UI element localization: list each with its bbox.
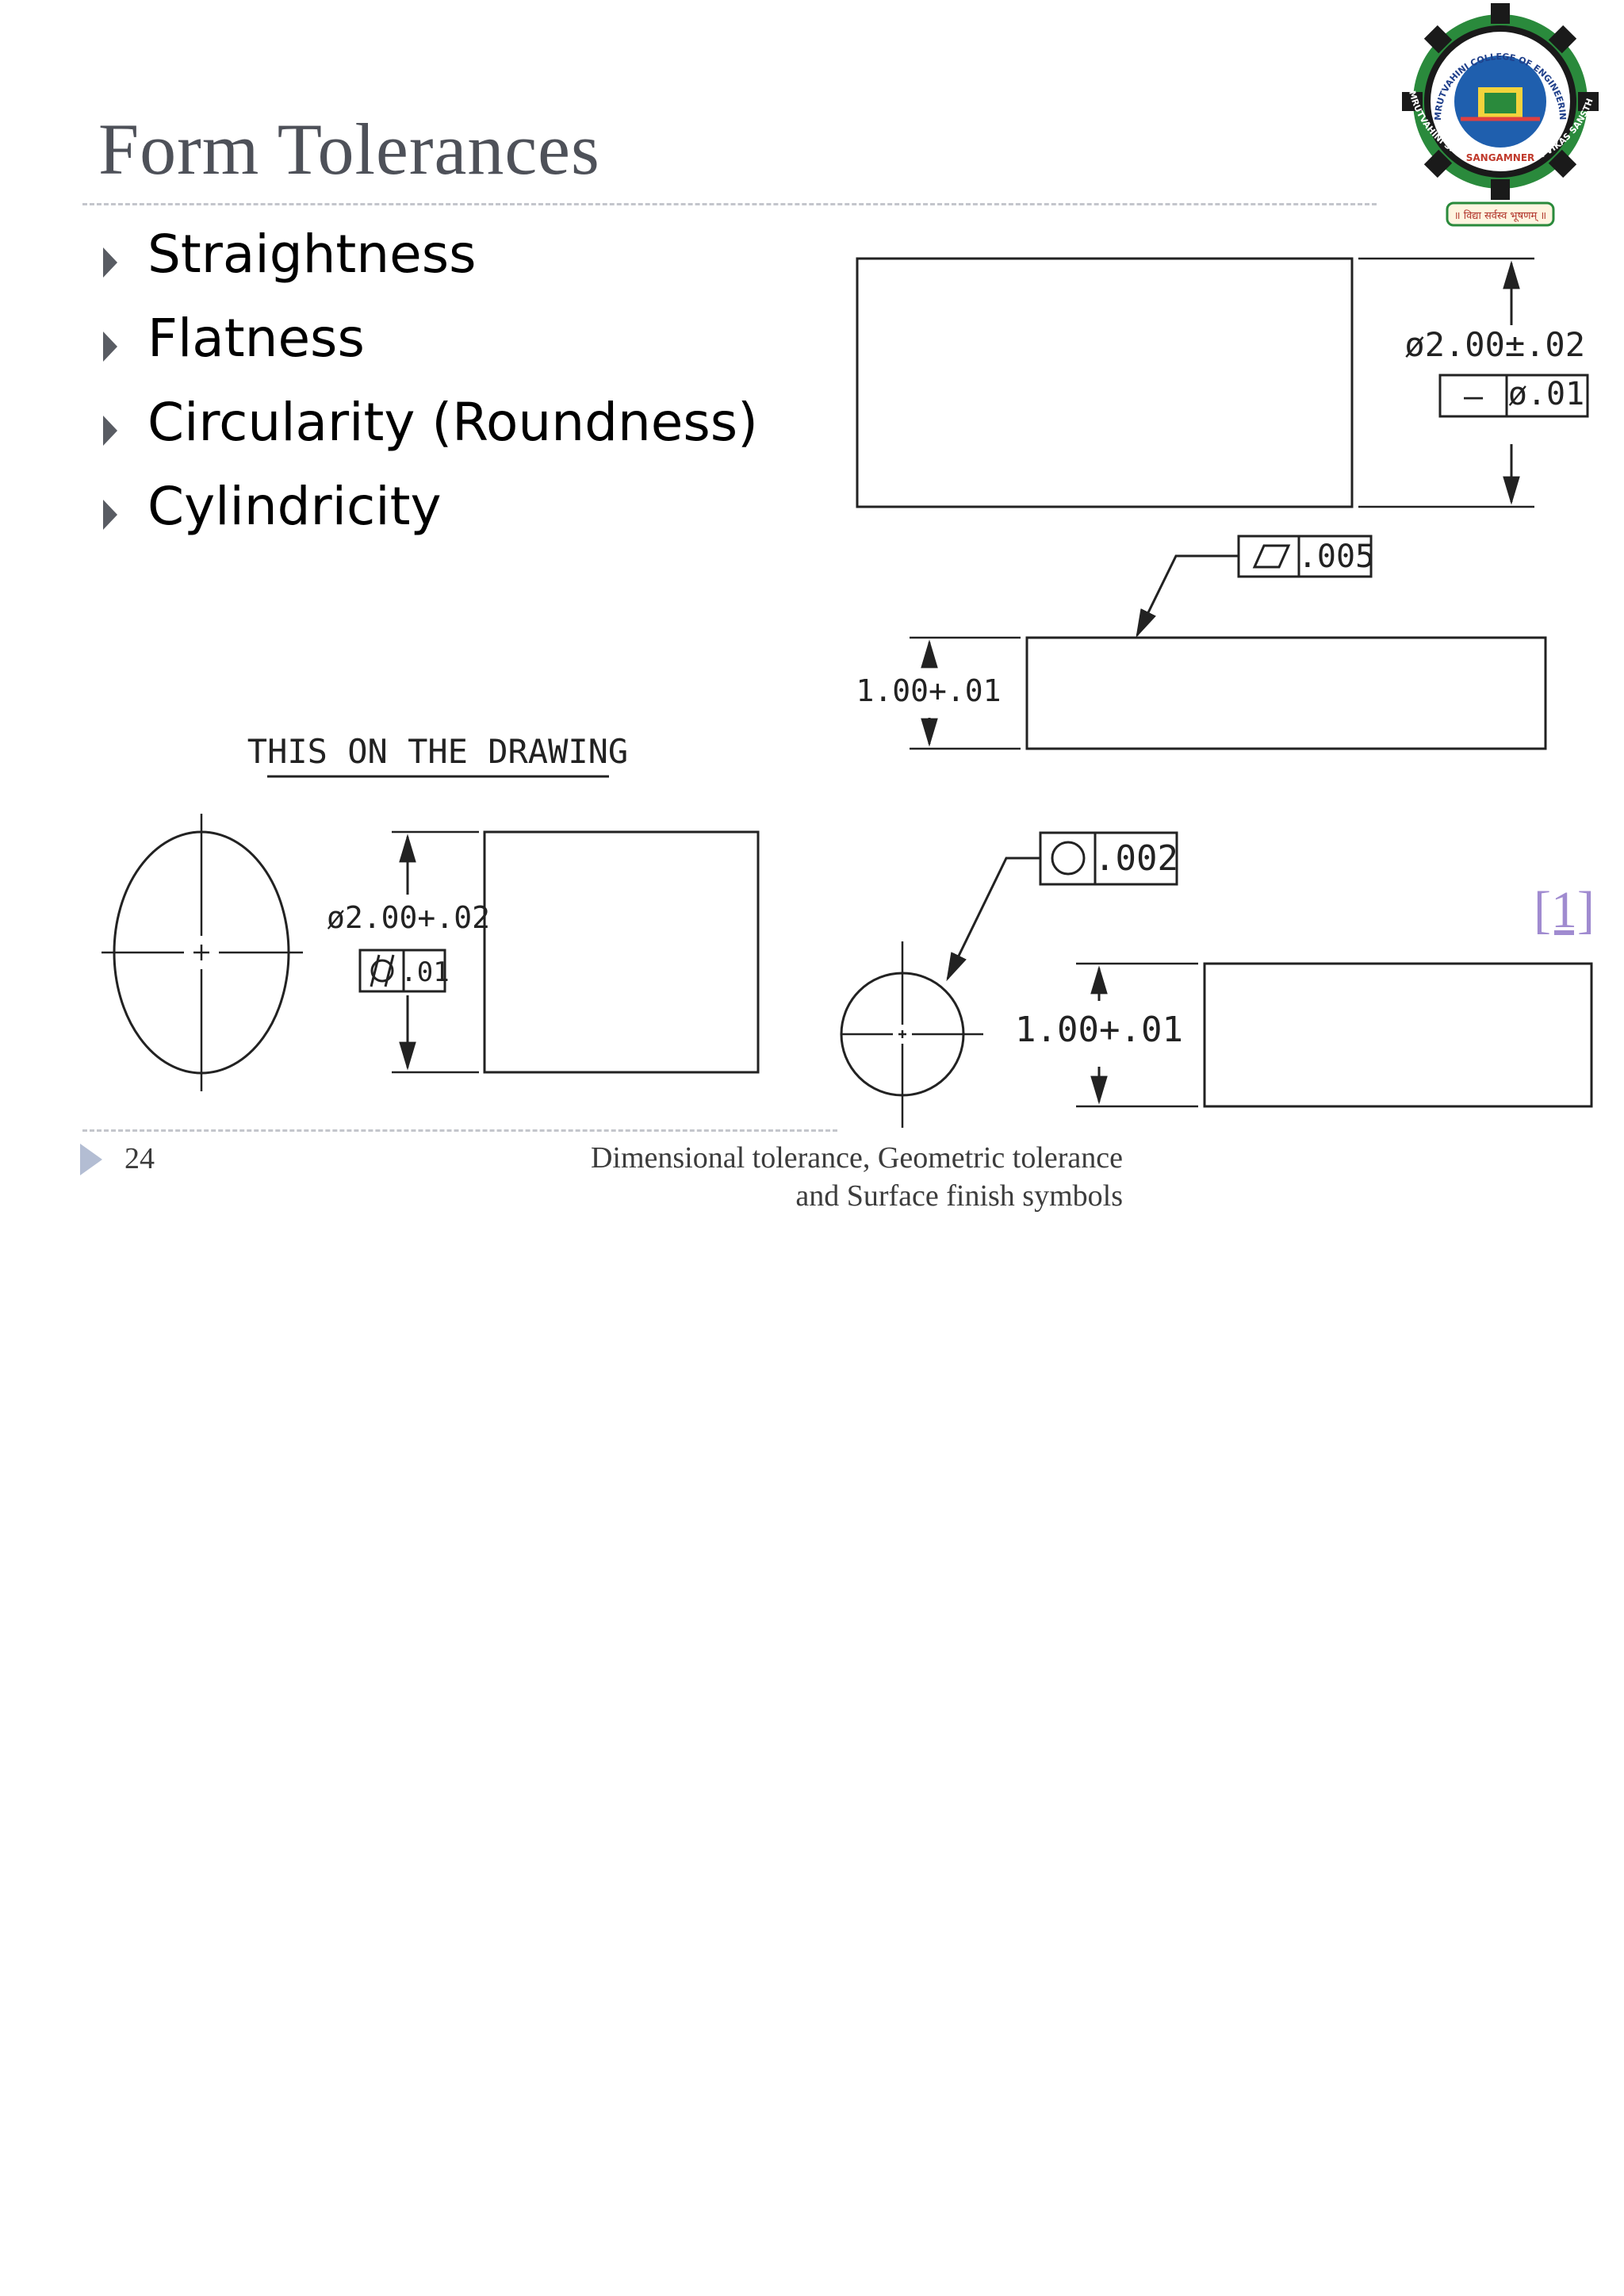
triangle-bullet-icon (103, 416, 117, 446)
cylinder-side-view (856, 257, 1354, 508)
citation-link[interactable]: [1] (1534, 881, 1595, 939)
page-number: 24 (124, 1142, 155, 1175)
logo-place: SANGAMNER (1466, 152, 1535, 163)
footer-triangle-icon (80, 1144, 102, 1175)
leader-line (1136, 554, 1239, 638)
bullet-text: Cylindricity (147, 476, 442, 537)
flat-block (1025, 636, 1547, 750)
bullet-text: Straightness (147, 224, 477, 285)
logo-motto-ribbon (1446, 201, 1555, 227)
logo-motto: ॥ विद्या सर्वस्व भूषणम् ॥ (1454, 209, 1546, 222)
height-dimension-label: 1.00+.01 (856, 673, 1001, 708)
bullet-text: Flatness (147, 308, 365, 369)
flatness-drawing (910, 535, 1547, 750)
cylindricity-tolerance-value: .01 (400, 956, 449, 988)
diameter-dimension-label: ø2.00+.02 (327, 900, 490, 935)
flatness-symbol-icon (1252, 544, 1291, 569)
triangle-bullet-icon (103, 247, 117, 278)
cylindricity-drawing (102, 814, 760, 1091)
triangle-bullet-icon (103, 500, 117, 530)
title-divider (82, 203, 1377, 205)
straightness-tolerance-value: ø.01 (1508, 376, 1584, 412)
tolerance-drawing: ø2.00±.02 — ø.01 .005 1.00+.01 THIS ON T… (102, 257, 1593, 1128)
college-logo: AMRUTVAHINI COLLEGE OF ENGINEERING AMRUT… (1377, 0, 1599, 227)
circularity-symbol-icon (1051, 841, 1086, 876)
round-part-side-view (1203, 962, 1593, 1108)
footer-divider (82, 1129, 837, 1132)
bullet-text: Circularity (Roundness) (147, 392, 758, 453)
cylinder-side-view (483, 830, 760, 1074)
slide-title: Form Tolerances (98, 109, 600, 190)
straightness-symbol: — (1464, 378, 1484, 415)
drawing-caption: THIS ON THE DRAWING (247, 732, 628, 771)
feature-control-frame (1438, 374, 1589, 418)
footer-line: Dimensional tolerance, Geometric toleran… (590, 1141, 1123, 1175)
logo-gear-icon (1402, 3, 1599, 200)
leader-line (946, 857, 1040, 982)
footer-caption: Dimensional tolerance, Geometric toleran… (591, 1139, 1123, 1215)
flatness-tolerance-value: .005 (1298, 539, 1374, 575)
straightness-drawing (856, 257, 1589, 508)
triangle-bullet-icon (103, 332, 117, 362)
circularity-drawing (840, 831, 1593, 1128)
cylindricity-symbol-icon (370, 954, 395, 987)
circularity-tolerance-value: .002 (1094, 838, 1178, 879)
height-dimension-label: 1.00+.01 (1015, 1010, 1183, 1050)
diameter-dimension-label: ø2.00±.02 (1404, 325, 1585, 364)
footer-line: and Surface finish symbols (795, 1179, 1123, 1213)
